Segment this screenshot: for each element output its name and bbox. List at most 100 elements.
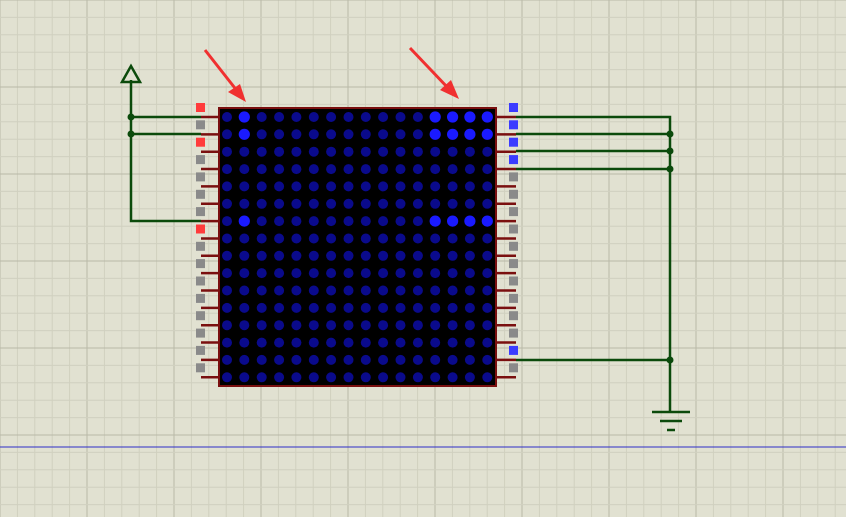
led-off (239, 164, 250, 175)
led-off (395, 268, 406, 279)
led-off (378, 250, 389, 261)
pin-state-low (196, 276, 205, 286)
led-off (274, 112, 285, 122)
led-off (326, 198, 337, 209)
led-off (343, 198, 354, 209)
led-off (256, 285, 267, 296)
led-off (343, 146, 354, 157)
led-off (482, 250, 493, 261)
led-off (482, 320, 493, 331)
led-off (239, 250, 250, 261)
led-on (429, 111, 441, 123)
led-off (222, 320, 232, 331)
led-off (360, 320, 371, 331)
led-off (395, 146, 406, 157)
led-off (378, 337, 389, 348)
led-off (482, 354, 493, 365)
led-off (326, 250, 337, 261)
led-off (256, 216, 267, 227)
led-off (412, 146, 423, 157)
wire-ground-bus (516, 115, 672, 412)
led-off (360, 198, 371, 209)
led-off (239, 285, 250, 296)
led-off (430, 337, 441, 348)
led-off (464, 285, 475, 296)
led-off (447, 302, 458, 313)
led-off (447, 250, 458, 261)
led-off (274, 372, 285, 383)
led-off (378, 181, 389, 192)
led-off (447, 233, 458, 244)
led-off (274, 320, 285, 331)
led-grid (222, 111, 493, 383)
led-off (291, 164, 302, 175)
led-off (239, 198, 250, 209)
led-off (343, 337, 354, 348)
led-off (430, 198, 441, 209)
led-off (308, 233, 319, 244)
led-off (412, 233, 423, 244)
led-off (274, 146, 285, 157)
wire-junctions (127, 113, 674, 364)
pin-state-low (509, 363, 518, 373)
led-off (308, 164, 319, 175)
led-off (343, 129, 354, 140)
led-off (326, 112, 337, 122)
led-off (412, 181, 423, 192)
led-off (326, 285, 337, 296)
power-symbol-icon[interactable] (119, 63, 143, 118)
led-off (291, 354, 302, 365)
led-off (378, 164, 389, 175)
led-off (412, 198, 423, 209)
led-off (482, 285, 493, 296)
led-off (291, 268, 302, 279)
pin-state-low (509, 259, 518, 269)
pin-state-low (196, 207, 205, 217)
led-off (291, 198, 302, 209)
led-off (378, 320, 389, 331)
led-off (482, 233, 493, 244)
led-off (395, 302, 406, 313)
led-off (360, 181, 371, 192)
led-off (430, 320, 441, 331)
pin-state-low (196, 259, 205, 269)
led-matrix-16x16[interactable] (218, 107, 497, 387)
pin-state-high (509, 137, 518, 147)
led-off (395, 233, 406, 244)
led-off (222, 216, 232, 227)
ground-symbol-icon[interactable] (652, 410, 690, 432)
pin-state-high (509, 155, 518, 165)
led-off (222, 250, 232, 261)
led-on (464, 111, 476, 123)
led-off (291, 181, 302, 192)
led-on (464, 215, 476, 227)
led-off (464, 320, 475, 331)
led-on (238, 128, 250, 140)
led-off (360, 233, 371, 244)
led-off (308, 320, 319, 331)
led-on (429, 128, 441, 140)
left-pin-states (196, 103, 205, 373)
led-off (412, 320, 423, 331)
led-off (256, 268, 267, 279)
pin-state-high (196, 224, 205, 234)
led-off (412, 372, 423, 383)
led-on (481, 215, 493, 227)
led-off (430, 372, 441, 383)
led-off (482, 181, 493, 192)
led-off (222, 146, 232, 157)
led-off (256, 146, 267, 157)
led-off (464, 337, 475, 348)
led-off (464, 250, 475, 261)
led-off (430, 302, 441, 313)
led-off (430, 146, 441, 157)
led-off (308, 372, 319, 383)
led-off (239, 181, 250, 192)
led-off (222, 164, 232, 175)
led-off (395, 250, 406, 261)
led-off (395, 285, 406, 296)
led-off (360, 354, 371, 365)
led-off (412, 337, 423, 348)
